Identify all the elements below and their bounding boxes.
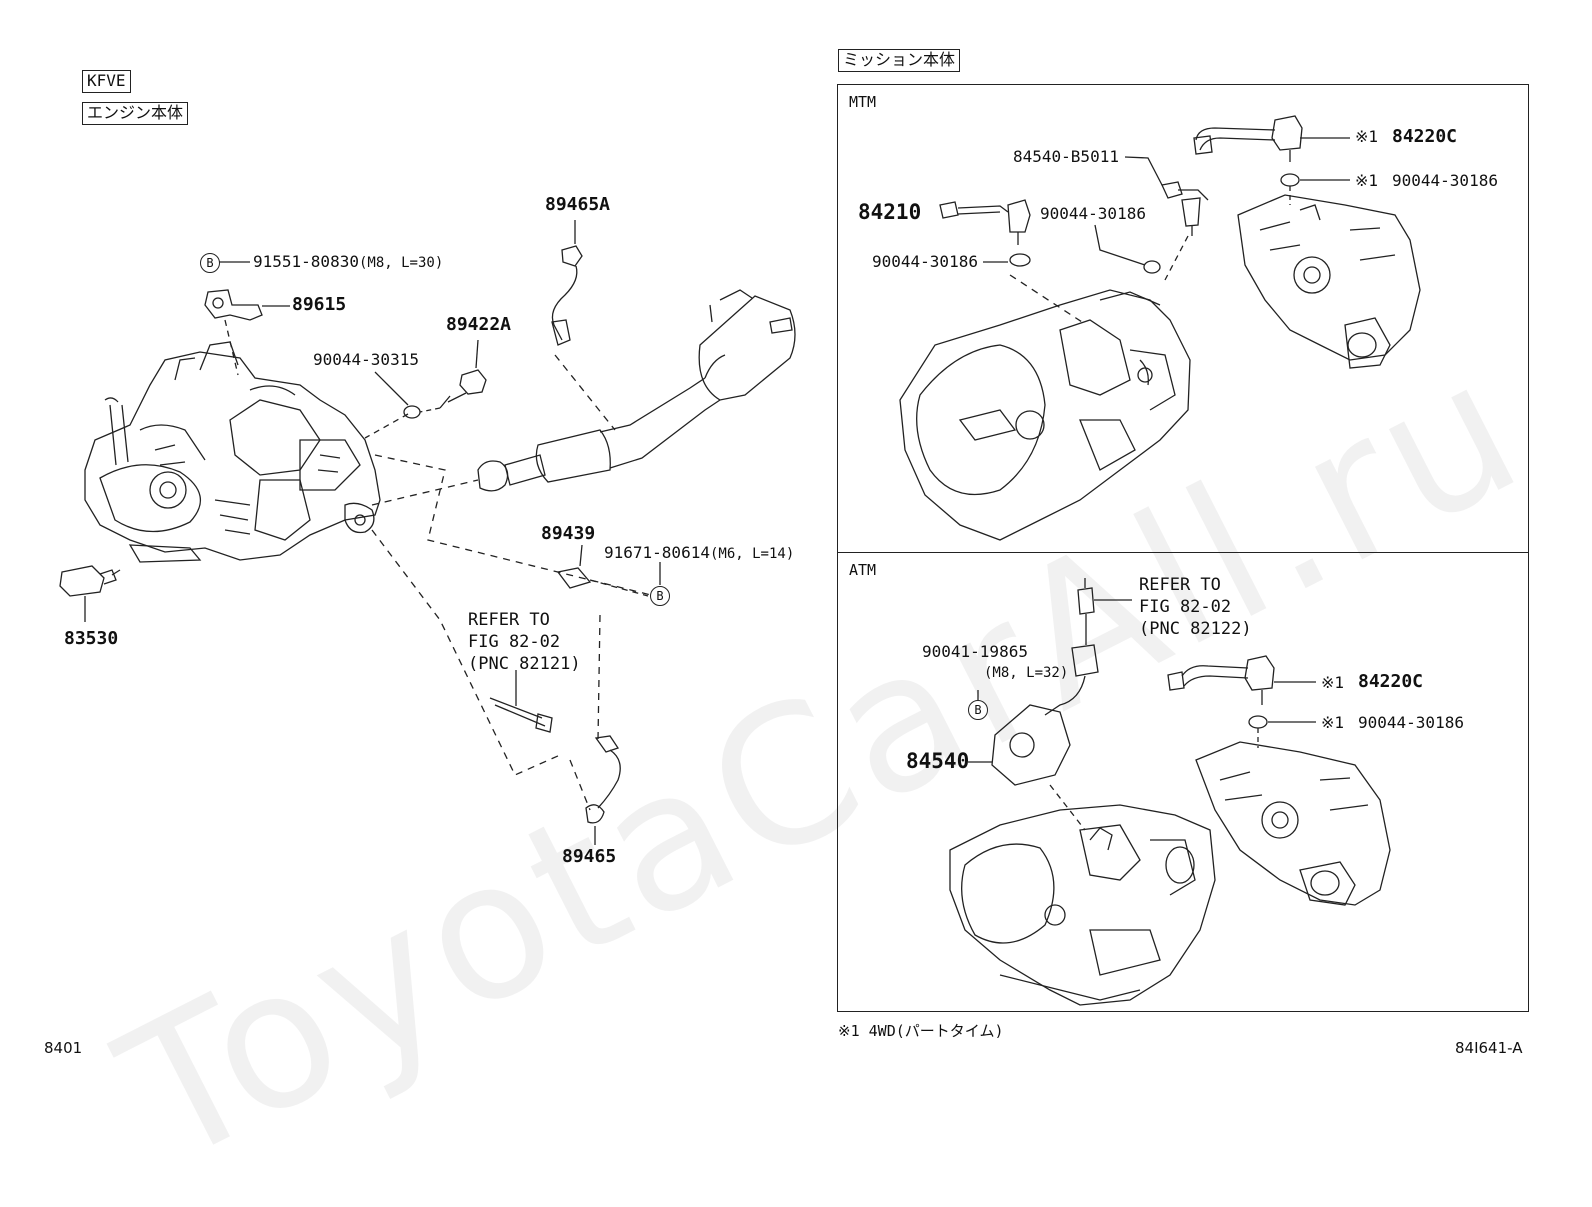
bolt-mark-b: B — [200, 253, 220, 273]
part-84220C-mtm[interactable]: 84220C — [1392, 126, 1458, 147]
engine-body-tag: エンジン本体 — [82, 102, 189, 125]
part-89422A[interactable]: 89422A — [446, 314, 512, 335]
page-number: 8401 — [44, 1039, 83, 1057]
bolt-mark-b-91671: B — [650, 586, 670, 606]
diagram-artwork — [59, 115, 1421, 1006]
note-mark-84220C-mtm: ※1 — [1355, 127, 1379, 146]
part-89615[interactable]: 89615 — [292, 294, 347, 315]
note-mark-84220C-atm: ※1 — [1321, 673, 1345, 692]
refer-to-fig-82-02-atm[interactable]: REFER TO FIG 82-02 (PNC 82122) — [1139, 575, 1252, 639]
part-90044-30186-atm[interactable]: 90044-30186 — [1358, 713, 1464, 732]
mtm-transfer-case-illustration — [1237, 194, 1421, 369]
part-90044-30315[interactable]: 90044-30315 — [313, 350, 419, 369]
automatic-transmission-illustration — [949, 804, 1216, 1006]
part-84540-B5011[interactable]: 84540-B5011 — [1013, 147, 1119, 166]
part-90041-19865[interactable]: 90041-19865 — [922, 642, 1028, 661]
part-89465[interactable]: 89465 — [562, 846, 617, 867]
part-84210[interactable]: 84210 — [858, 200, 922, 224]
atm-section-label: ATM — [849, 561, 877, 579]
mtm-atm-divider — [837, 552, 1529, 553]
refer-to-fig-82-02-engine[interactable]: REFER TO FIG 82-02 (PNC 82121) — [468, 610, 581, 674]
mtm-section-label: MTM — [849, 93, 877, 111]
drawing-id: 84I641-A — [1455, 1039, 1523, 1057]
exhaust-pipe-illustration — [477, 289, 796, 492]
engine-block-illustration — [84, 341, 381, 563]
part-89465A[interactable]: 89465A — [545, 194, 611, 215]
transmission-frame — [837, 84, 1529, 1012]
engine-model-tag: KFVE — [82, 70, 131, 93]
part-83530[interactable]: 83530 — [64, 628, 119, 649]
part-89439[interactable]: 89439 — [541, 523, 596, 544]
footnote-4wd: ※1 4WD(パートタイム) — [838, 1022, 1004, 1040]
knock-sensor-89615 — [204, 289, 263, 321]
part-91551-80830[interactable]: 91551-80830(M8, L=30) — [253, 252, 444, 271]
part-90041-spec: (M8, L=32) — [984, 665, 1069, 681]
part-84540[interactable]: 84540 — [906, 749, 970, 773]
transmission-body-tag: ミッション本体 — [838, 49, 961, 72]
bolt-mark-b-atm: B — [968, 700, 988, 720]
part-90044-30186-mtm-left[interactable]: 90044-30186 — [872, 252, 978, 271]
part-84220C-atm[interactable]: 84220C — [1358, 671, 1424, 692]
atm-transfer-case-illustration — [1195, 741, 1391, 906]
part-90044-30186-mtm-mid[interactable]: 90044-30186 — [1040, 204, 1146, 223]
manual-transmission-illustration — [899, 289, 1191, 541]
part-91671-80614[interactable]: 91671-80614(M6, L=14) — [604, 543, 795, 562]
part-90044-30186-mtm-top[interactable]: 90044-30186 — [1392, 171, 1498, 190]
note-mark-90044-mtm: ※1 — [1355, 171, 1379, 190]
note-mark-90044-atm: ※1 — [1321, 713, 1345, 732]
